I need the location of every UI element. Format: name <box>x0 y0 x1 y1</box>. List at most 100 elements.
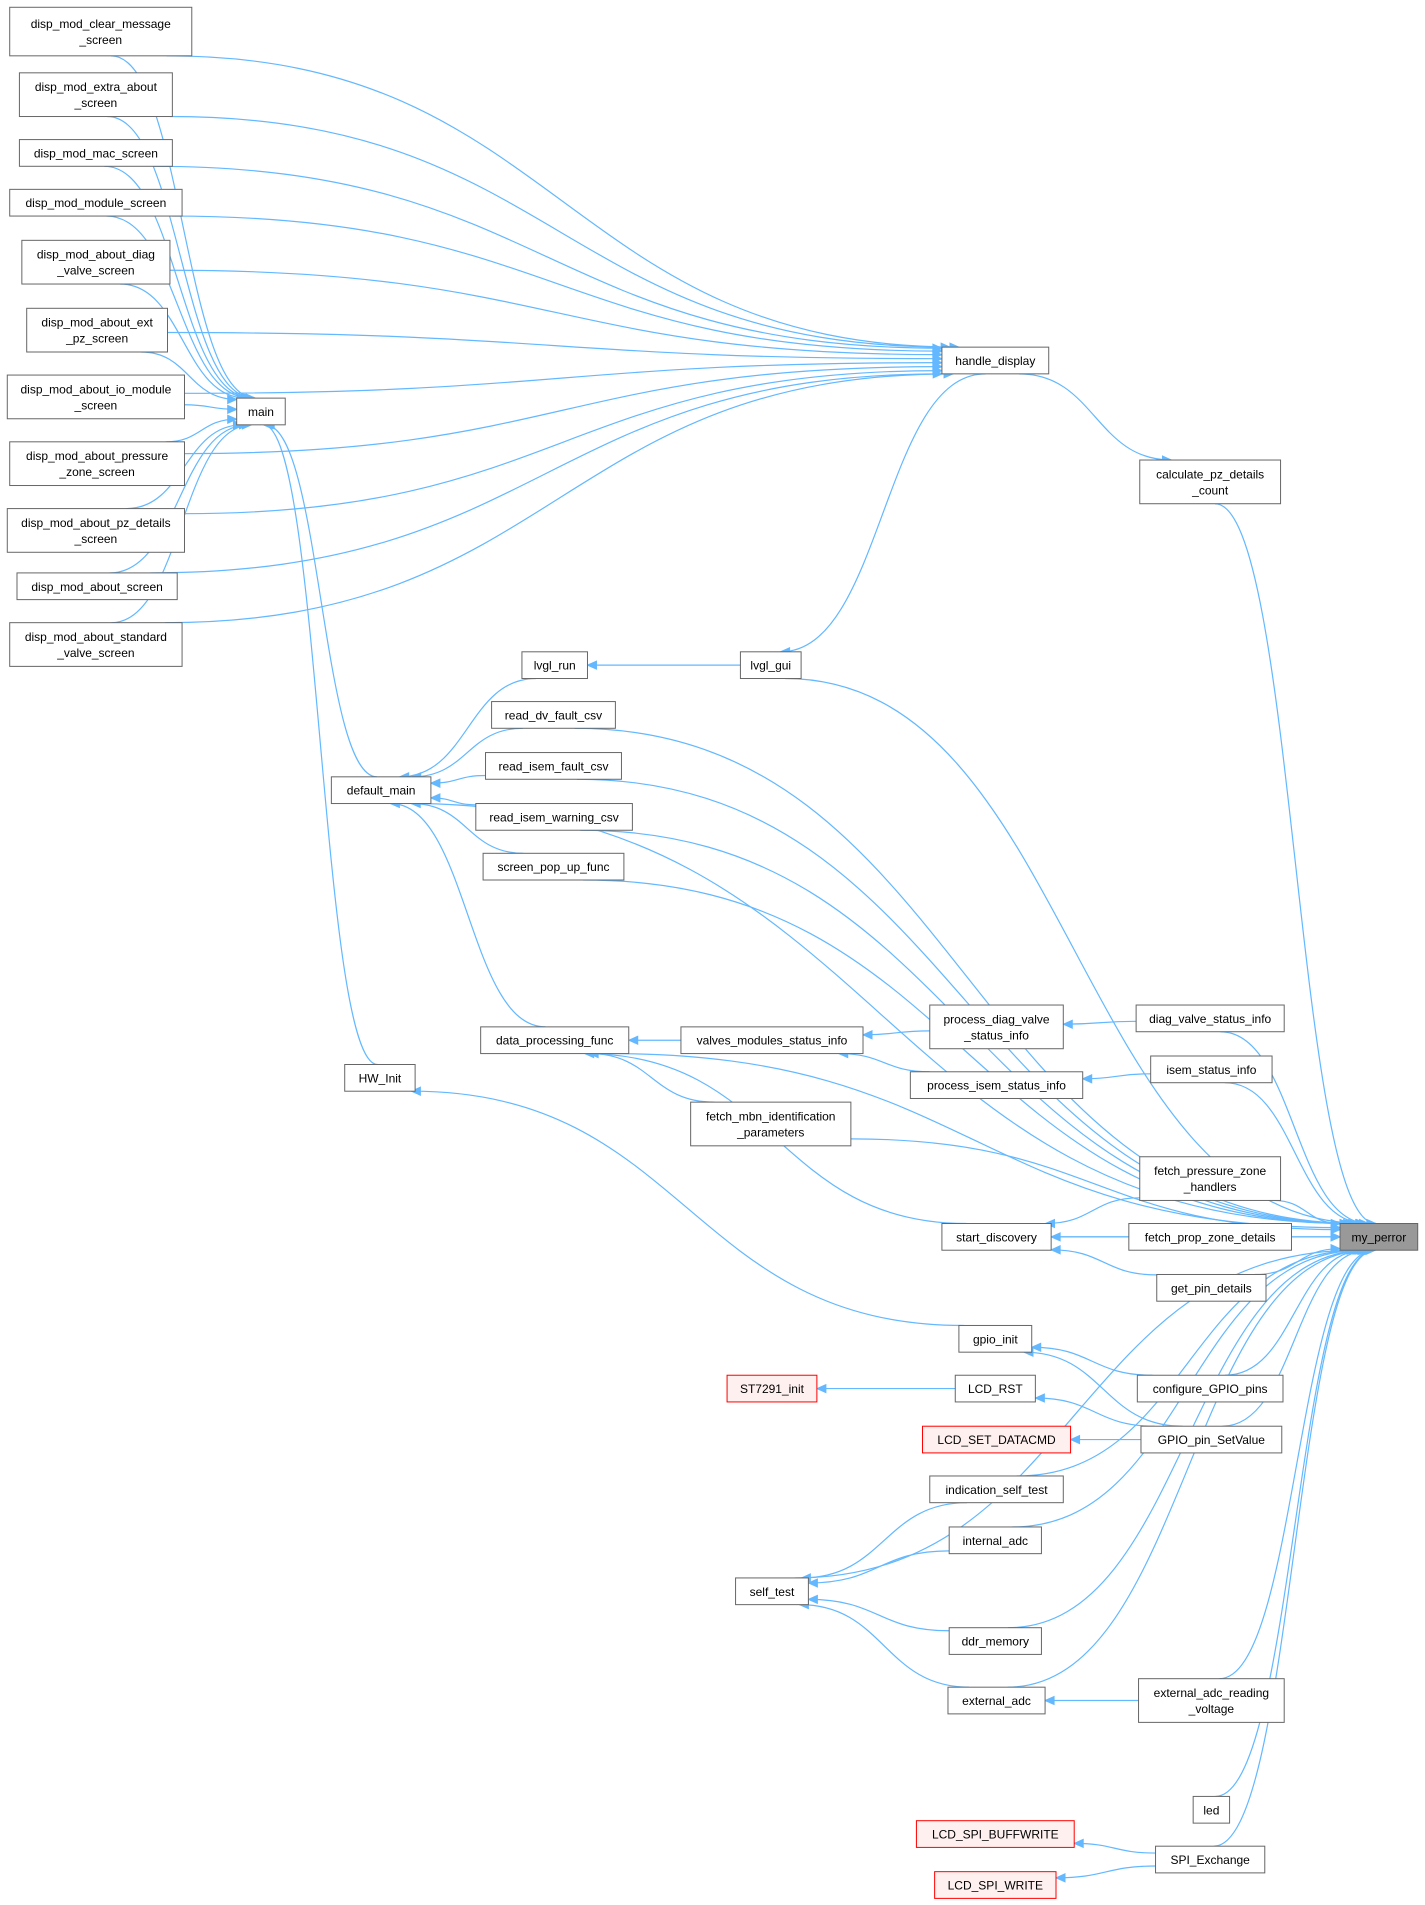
node-lcd-set[interactable]: LCD_SET_DATACMD <box>921 1425 1072 1454</box>
node-dmaioms[interactable]: disp_mod_about_io_module_screen <box>6 374 185 420</box>
edge-dmeas-to-main <box>107 115 255 399</box>
node-led[interactable]: led <box>1192 1795 1231 1824</box>
edge-dmas-to-main <box>109 424 249 574</box>
edge-calc_pz-to-my_perror <box>1215 503 1376 1225</box>
node-proc-diag[interactable]: process_diag_valve_status_info <box>929 1004 1064 1050</box>
node-dmmods[interactable]: disp_mod_module_screen <box>9 188 183 217</box>
node-fetch-prop[interactable]: fetch_prop_zone_details <box>1128 1223 1292 1251</box>
arrowhead <box>410 1086 421 1096</box>
node-get-pin[interactable]: get_pin_details <box>1156 1273 1267 1302</box>
node-label: lvgl_run <box>534 659 576 673</box>
node-dmadvs[interactable]: disp_mod_about_diag_valve_screen <box>21 239 171 285</box>
arrowhead <box>227 394 238 405</box>
node-label: disp_mod_about_standard <box>25 630 167 644</box>
edge-spi_ex-to-my_perror <box>1213 1249 1376 1847</box>
node-label: disp_mod_about_io_module <box>20 382 171 396</box>
node-calc-pz[interactable]: calculate_pz_details_count <box>1139 459 1282 505</box>
node-label: diag_valve_status_info <box>1149 1012 1271 1026</box>
node-label: indication_self_test <box>945 1483 1048 1497</box>
node-ext-adc-v[interactable]: external_adc_reading_voltage <box>1138 1678 1285 1723</box>
node-main[interactable]: main <box>236 397 286 426</box>
node-dmapzds[interactable]: disp_mod_about_pz_details_screen <box>6 508 185 553</box>
arrowhead <box>1054 1873 1066 1883</box>
node-isem-status[interactable]: isem_status_info <box>1150 1055 1273 1084</box>
node-proc-isem[interactable]: process_isem_status_info <box>909 1071 1084 1099</box>
node-handle-display[interactable]: handle_display <box>941 346 1050 375</box>
node-box <box>921 1425 1072 1454</box>
node-config-gpio[interactable]: configure_GPIO_pins <box>1136 1374 1284 1403</box>
node-label: disp_mod_about_screen <box>31 580 162 594</box>
node-lcd-rst[interactable]: LCD_RST <box>954 1374 1036 1403</box>
node-st7291[interactable]: ST7291_init <box>726 1374 818 1403</box>
node-label: _valve_screen <box>56 646 134 660</box>
node-valves-mod[interactable]: valves_modules_status_info <box>680 1026 864 1055</box>
node-dmms[interactable]: disp_mod_mac_screen <box>18 139 173 167</box>
node-default-main[interactable]: default_main <box>330 776 432 805</box>
edge-spi_ex-to-lcd_spi_write <box>1056 1865 1156 1879</box>
node-hw-init[interactable]: HW_Init <box>344 1064 416 1092</box>
node-dmcms[interactable]: disp_mod_clear_message_screen <box>9 6 193 57</box>
node-box <box>1138 1678 1285 1723</box>
node-dmapzs[interactable]: disp_mod_about_pressure_zone_screen <box>9 441 185 487</box>
edge-lvgl_gui-to-my_perror <box>784 677 1365 1225</box>
node-read-isem-warn[interactable]: read_isem_warning_csv <box>475 803 633 831</box>
node-box <box>6 374 185 420</box>
nodes-layer: disp_mod_clear_message_screen disp_mod_ex… <box>6 6 1419 1899</box>
node-spi-ex[interactable]: SPI_Exchange <box>1155 1845 1266 1874</box>
node-lcd-spi-write[interactable]: LCD_SPI_WRITE <box>934 1871 1057 1899</box>
node-lvgl-run[interactable]: lvgl_run <box>521 651 588 680</box>
node-box <box>1150 1055 1273 1084</box>
arrowhead <box>1330 1232 1342 1242</box>
edge-ind_self-to-self_test <box>801 1502 968 1579</box>
node-start-disc[interactable]: start_discovery <box>941 1223 1052 1251</box>
edge-ext_adc_v-to-my_perror <box>1219 1249 1375 1680</box>
node-data-proc[interactable]: data_processing_func <box>480 1026 630 1055</box>
node-ddr-mem[interactable]: ddr_memory <box>948 1627 1042 1655</box>
node-my-perror[interactable]: my_perror <box>1339 1223 1419 1251</box>
node-label: _valve_screen <box>56 264 134 278</box>
node-box <box>934 1871 1057 1899</box>
node-box <box>1135 1004 1285 1033</box>
edge-isem_status-to-proc_isem <box>1082 1073 1151 1080</box>
node-label: screen_pop_up_func <box>497 860 609 874</box>
node-label: handle_display <box>955 354 1035 368</box>
node-fetch-pz-handlers[interactable]: fetch_pressure_zone_handlers <box>1139 1156 1282 1201</box>
node-box <box>9 441 185 487</box>
node-label: _status_info <box>963 1028 1029 1042</box>
node-box <box>929 1475 1064 1504</box>
node-diag-valve[interactable]: diag_valve_status_info <box>1135 1004 1285 1033</box>
node-screen-popup[interactable]: screen_pop_up_func <box>482 852 625 881</box>
arrowhead <box>1049 1245 1061 1255</box>
node-dmaeps[interactable]: disp_mod_about_ext_pz_screen <box>26 307 169 353</box>
node-gpio-set[interactable]: GPIO_pin_SetValue <box>1140 1425 1283 1454</box>
node-ind-self[interactable]: indication_self_test <box>929 1475 1064 1504</box>
edge-default_main-to-main <box>265 424 377 778</box>
node-read-dv[interactable]: read_dv_fault_csv <box>491 701 616 729</box>
node-lcd-spi-buff[interactable]: LCD_SPI_BUFFWRITE <box>915 1820 1075 1848</box>
node-label: _screen <box>74 532 118 546</box>
node-label: read_isem_warning_csv <box>489 810 618 824</box>
node-dmeas[interactable]: disp_mod_extra_about_screen <box>18 72 173 118</box>
edge-dmas-to-handle_display <box>150 373 943 574</box>
node-read-isem-fault[interactable]: read_isem_fault_csv <box>485 752 622 780</box>
node-label: default_main <box>347 784 416 798</box>
node-self-test[interactable]: self_test <box>735 1577 809 1606</box>
node-ext-adc[interactable]: external_adc <box>947 1686 1046 1715</box>
node-int-adc[interactable]: internal_adc <box>948 1526 1042 1555</box>
edge-handle_display-to-lvgl_gui <box>780 373 986 653</box>
node-box <box>1139 459 1282 505</box>
node-gpio-init[interactable]: gpio_init <box>958 1324 1033 1353</box>
node-box <box>941 346 1050 375</box>
node-fetch-mbn[interactable]: fetch_mbn_identification_parameters <box>690 1101 852 1147</box>
node-dmasvs[interactable]: disp_mod_about_standard _valve_screen <box>9 622 183 667</box>
node-box <box>330 776 432 805</box>
node-box <box>491 701 616 729</box>
node-dmas[interactable]: disp_mod_about_screen <box>16 572 178 601</box>
node-box <box>958 1324 1033 1353</box>
edge-fetch_mbn-to-data_proc <box>589 1052 715 1103</box>
node-lvgl-gui[interactable]: lvgl_gui <box>739 651 802 680</box>
edge-diag_valve-to-proc_diag <box>1063 1020 1137 1025</box>
arrowhead <box>1034 1393 1045 1403</box>
node-label: ST7291_init <box>740 1382 805 1396</box>
